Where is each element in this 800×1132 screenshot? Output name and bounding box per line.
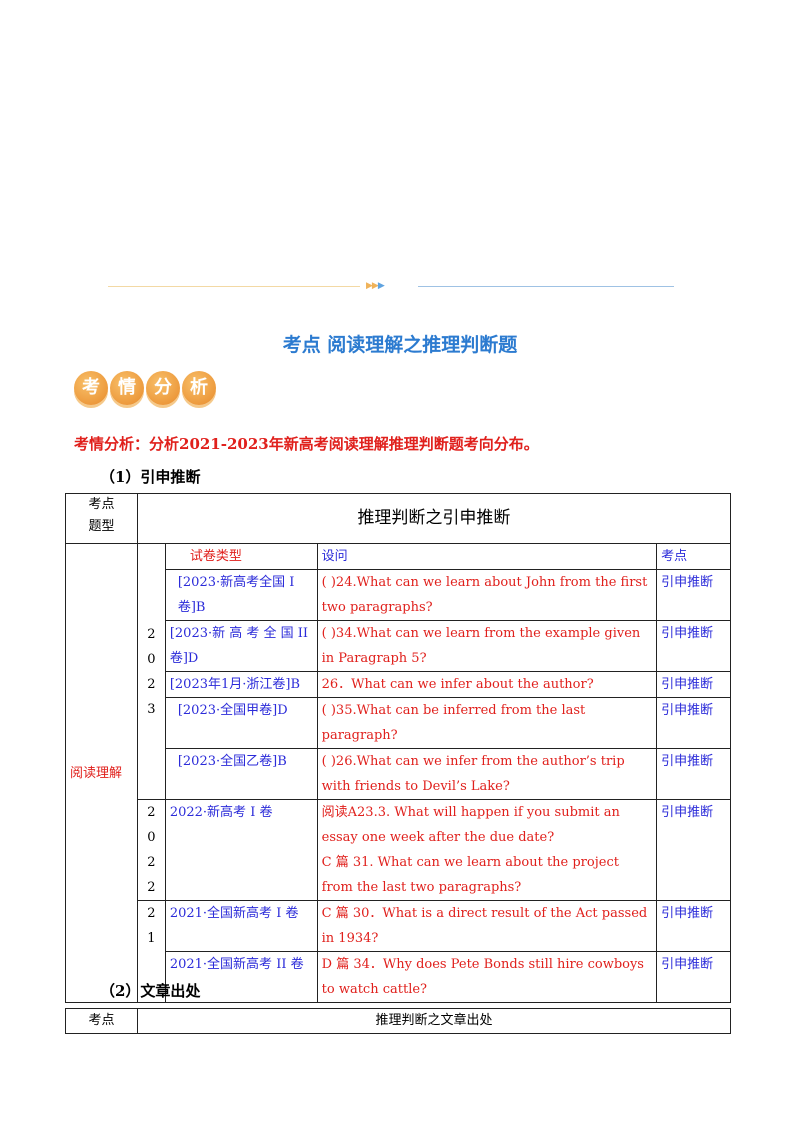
paper-cell: [2023年1月·浙江卷]B xyxy=(164,671,318,698)
point-cell: 引申推断 xyxy=(656,671,731,698)
point-cell: 引申推断 xyxy=(656,799,731,901)
point-cell: 引申推断 xyxy=(656,748,731,800)
point-cell: 引申推断 xyxy=(656,697,731,749)
source-title-cell: 推理判断之文章出处 xyxy=(137,1008,731,1034)
paper-cell: [2023·全国甲卷]D xyxy=(164,697,318,749)
paper-cell: 2022·新高考 I 卷 xyxy=(164,799,318,901)
question-cell: ( )26.What can we infer from the author’… xyxy=(316,748,658,800)
point-cell: 引申推断 xyxy=(656,620,731,672)
question-cell: 26．What can we infer about the author? xyxy=(316,671,658,698)
paper-cell: [2023·新高考全国 I 卷]B xyxy=(164,569,318,621)
arrows-icon: ▶▶▶ xyxy=(366,281,385,291)
col-header-paper: 试卷类型 xyxy=(164,543,318,570)
section-heading-2: （2）文章出处 xyxy=(100,982,201,1000)
analysis-badge: 考 情 分 析 xyxy=(74,369,220,413)
paper-cell: 2021·全国新高考 I 卷 xyxy=(164,900,318,952)
badge-char: 考 xyxy=(74,371,108,405)
header-title-cell: 推理判断之引申推断 xyxy=(136,493,732,544)
point-cell: 引申推断 xyxy=(656,900,731,952)
badge-char: 情 xyxy=(110,371,144,405)
question-cell: 阅读A23.3. What will happen if you submit … xyxy=(316,799,658,901)
question-cell: ( )24.What can we learn about John from … xyxy=(316,569,658,621)
question-cell: C 篇 30．What is a direct result of the Ac… xyxy=(316,900,658,952)
col-header-question: 设问 xyxy=(316,543,658,570)
divider-left-line xyxy=(108,286,360,287)
header-label-cell: 考点 题型 xyxy=(65,493,138,544)
paper-cell: 2021·全国新高考 II 卷 xyxy=(164,951,318,1003)
question-text: C 篇 31. What can we learn about the proj… xyxy=(321,855,619,895)
point-cell: 引申推断 xyxy=(656,951,731,1003)
point-cell: 引申推断 xyxy=(656,569,731,621)
source-label-cell: 考点 xyxy=(65,1008,138,1034)
question-cell: D 篇 34．Why does Pete Bonds still hire co… xyxy=(316,951,658,1003)
question-cell: ( )35.What can be inferred from the last… xyxy=(316,697,658,749)
col-header-point: 考点 xyxy=(656,543,731,570)
decorative-divider: ▶▶▶ xyxy=(108,281,674,291)
source-table: 考点 推理判断之文章出处 xyxy=(65,1008,731,1034)
question-text: 阅读A23.3. What will happen if you submit … xyxy=(321,805,620,845)
badge-char: 分 xyxy=(146,371,180,405)
question-cell: ( )34.What can we learn from the example… xyxy=(316,620,658,672)
badge-char: 析 xyxy=(182,371,216,405)
divider-right-line xyxy=(418,286,674,287)
section-heading-1: （1）引申推断 xyxy=(100,468,201,486)
paper-cell: [2023·新 高 考 全 国 II 卷]D xyxy=(164,620,318,672)
analysis-subtitle: 考情分析：分析2021-2023年新高考阅读理解推理判断题考向分布。 xyxy=(74,435,539,453)
paper-cell: [2023·全国乙卷]B xyxy=(164,748,318,800)
page-title: 考点 阅读理解之推理判断题 xyxy=(282,334,518,356)
category-cell: 阅读理解 xyxy=(65,543,138,1003)
